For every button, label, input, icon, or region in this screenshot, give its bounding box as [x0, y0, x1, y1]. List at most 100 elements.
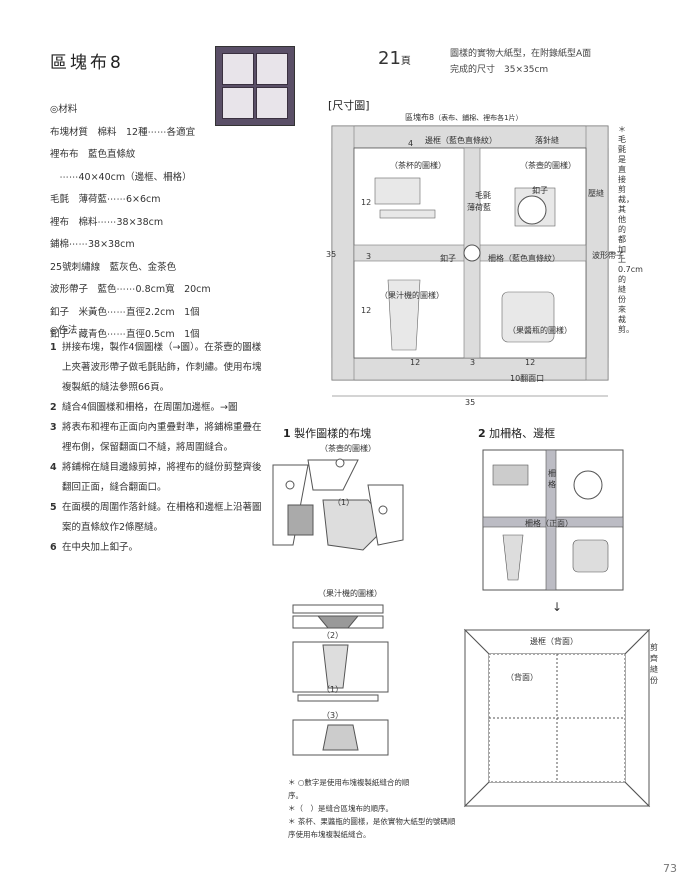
dim-height-35: 35: [326, 250, 337, 259]
teapot-square: [256, 53, 288, 85]
wavy-tape-label: 波形帶子: [592, 251, 624, 260]
center-button-label: 釦子: [440, 254, 456, 263]
step-item: 5 在面模的周圍作落針縫。在柵格和邊框上沿著圖案的直條紋作2條壓縫。: [50, 498, 265, 538]
note-item: ＊（ ）是縫合區塊布的順序。: [288, 804, 393, 813]
step-number: 2: [50, 402, 57, 413]
mint-label: 薄荷藍: [467, 203, 491, 212]
opening-label: 10翻面口: [510, 374, 545, 383]
pattern-note: 圖樣的實物大紙型，在附錄紙型A面 完成的尺寸 35×35cm: [450, 46, 591, 78]
side-note: ＊毛氈是直接剪裁，其他的都加上0.7cm的縫份來裁剪。: [618, 125, 643, 334]
step-number: 3: [50, 422, 57, 433]
material-item: 25號刺繡線 藍灰色、金茶色: [50, 261, 177, 273]
teapot-sub-label: （茶壺的圖樣）: [320, 444, 376, 453]
step-label: （2）: [322, 631, 344, 640]
step-number: 6: [50, 542, 57, 553]
teapot-pattern-label: （茶壺的圖樣）: [520, 161, 576, 170]
drop-stitch-label: 落針縫: [535, 136, 559, 145]
step-item: 3 將表布和裡布正面向內重疊對準，將鋪棉重疊在裡布側，保留翻面口不縫，將周圍縫合。: [50, 418, 265, 458]
juicer-square: [222, 87, 254, 119]
juicer-pattern-label: （果汁機的圖樣）: [380, 291, 444, 300]
material-item: 裡布布 藍色直條紋: [50, 149, 136, 160]
page-ref-suffix: 頁: [400, 56, 411, 67]
jar-square: [256, 87, 288, 119]
step-label: （3）: [322, 711, 344, 720]
page-number: 73: [663, 862, 677, 875]
frame-label: 邊框（藍色直條紋）: [425, 136, 497, 145]
sash-vertical-label: 柵格: [548, 469, 556, 489]
block-sub: （表布、鋪棉、裡布各1片）: [434, 114, 523, 122]
arrow-down-icon: ↓: [552, 600, 563, 614]
trim-label: 剪齊縫份: [650, 643, 658, 685]
section-2-title: 加柵格、邊框: [489, 427, 556, 440]
dim-width-35: 35: [465, 398, 476, 407]
step-number: 5: [50, 502, 57, 513]
step-item: 4 將鋪棉在縫目邊緣剪掉，將裡布的縫份剪整齊後翻回正面，縫合翻面口。: [50, 458, 265, 498]
material-item: 釦子 藏青色⋯⋯直徑0.5cm 1個: [50, 329, 200, 340]
size-diagram-heading: [尺寸圖]: [328, 99, 370, 112]
material-item: 裡布 棉料⋯⋯38×38cm: [50, 216, 164, 228]
step-number: 1: [50, 342, 57, 353]
note-item: ＊ 茶杯、果醬瓶的圖樣，是依實物大紙型的號碼順序使用布塊複製紙縫合。: [288, 817, 456, 839]
step-text: 將鋪棉在縫目邊緣剪掉，將裡布的縫份剪整齊後翻回正面，縫合翻面口。: [62, 462, 262, 493]
step-item: 2 縫合4個圖樣和柵格，在周圍加邊框。→圖: [50, 398, 265, 418]
section-1-title: 製作圖樣的布塊: [294, 427, 372, 440]
juicer-sub-label: （果汁機的圖樣）: [318, 589, 382, 598]
section-2-heading: 2 加柵格、邊框: [478, 425, 555, 441]
material-item: 布塊材質 棉料 12種⋯⋯各適宜: [50, 126, 196, 138]
section-1-heading: 1 製作圖樣的布塊: [283, 425, 371, 441]
page-ref-number: 21: [378, 48, 401, 69]
step-item: 1 拼接布塊，製作4個圖樣（→圖）。在茶壺的圖樣上夾著波形帶子做毛氈貼飾，作刺繡。…: [50, 338, 265, 398]
method-heading: ◎作法: [50, 325, 78, 336]
step-text: 將表布和裡布正面向內重疊對準，將鋪棉重疊在裡布側，保留翻面口不縫，將周圍縫合。: [62, 422, 262, 453]
block-name: 區塊布8: [405, 113, 435, 122]
materials-heading: ◎材料: [50, 104, 78, 115]
materials-list: ◎材料 布塊材質 棉料 12種⋯⋯各適宜 裡布布 藍色直條紋 ⋯⋯40×40cm…: [50, 99, 211, 347]
sash-front-label: 柵格（正面）: [525, 519, 573, 528]
pattern-line-1: 圖樣的實物大紙型，在附錄紙型A面: [450, 49, 592, 59]
sash-label: 柵格（藍色直條紋）: [488, 254, 560, 263]
back-label: （背面）: [506, 673, 538, 682]
size-diagram: [331, 125, 609, 397]
frame-diagram: [463, 628, 651, 808]
note-item: ＊ ○數字是使用布塊複製紙縫合的順序。: [288, 778, 410, 800]
material-item: ⋯⋯40×40cm（邊框、柵格）: [50, 171, 192, 183]
section-1-number: 1: [283, 427, 291, 440]
dim-12-left: 12: [410, 358, 421, 367]
cup-pattern-label: （茶杯的圖樣）: [390, 161, 446, 170]
notes: ＊ ○數字是使用布塊複製紙縫合的順序。 ＊（ ）是縫合區塊布的順序。 ＊ 茶杯、…: [288, 776, 458, 841]
dim-12-bottom: 12: [361, 306, 372, 315]
dim-3-bottom: 3: [470, 358, 476, 367]
jar-pattern-label: （果醬瓶的圖樣）: [508, 326, 572, 335]
quilting-label: 壓縫: [588, 189, 604, 198]
step-item: 6 在中央加上釦子。: [50, 538, 265, 558]
sashing-diagram: [482, 449, 624, 591]
button-label: 釦子: [532, 186, 548, 195]
step-text: 在中央加上釦子。: [62, 542, 139, 553]
quilt-thumbnail: [215, 46, 295, 126]
material-item: 釦子 米黃色⋯⋯直徑2.2cm 1個: [50, 306, 200, 318]
dim-3-left: 3: [366, 252, 372, 261]
material-item: 波形帶子 藍色⋯⋯0.8cm寬 20cm: [50, 284, 211, 295]
frame-back-label: 邊框（背面）: [530, 637, 578, 646]
section-2-number: 2: [478, 427, 486, 440]
dim-12-right: 12: [525, 358, 536, 367]
step-text: 拼接布塊，製作4個圖樣（→圖）。在茶壺的圖樣上夾著波形帶子做毛氈貼飾，作刺繡。使…: [62, 342, 262, 393]
juicer-assembly-diagram: [292, 604, 389, 756]
block-label: 區塊布8（表布、鋪棉、裡布各1片）: [405, 112, 523, 123]
felt-label: 毛氈: [475, 191, 491, 200]
material-item: 鋪棉⋯⋯38×38cm: [50, 239, 135, 250]
teapot-assembly-diagram: [272, 458, 404, 551]
step-number: 4: [50, 462, 57, 473]
step-text: 在面模的周圍作落針縫。在柵格和邊框上沿著圖案的直條紋作2條壓縫。: [62, 502, 262, 533]
step-text: 縫合4個圖樣和柵格，在周圍加邊框。→圖: [62, 402, 238, 413]
dim-12-top: 12: [361, 198, 372, 207]
steps-list: 1 拼接布塊，製作4個圖樣（→圖）。在茶壺的圖樣上夾著波形帶子做毛氈貼飾，作刺繡。…: [50, 338, 265, 558]
pattern-line-2: 完成的尺寸 35×35cm: [450, 65, 549, 75]
material-item: 毛氈 薄荷藍⋯⋯6×6cm: [50, 194, 161, 205]
step-label: （1）: [322, 685, 344, 694]
page-reference: 21頁: [378, 48, 411, 69]
dim-4: 4: [408, 139, 414, 148]
page-title: 區塊布8: [50, 53, 124, 73]
cup-square: [222, 53, 254, 85]
step-label: （1）: [333, 498, 355, 507]
